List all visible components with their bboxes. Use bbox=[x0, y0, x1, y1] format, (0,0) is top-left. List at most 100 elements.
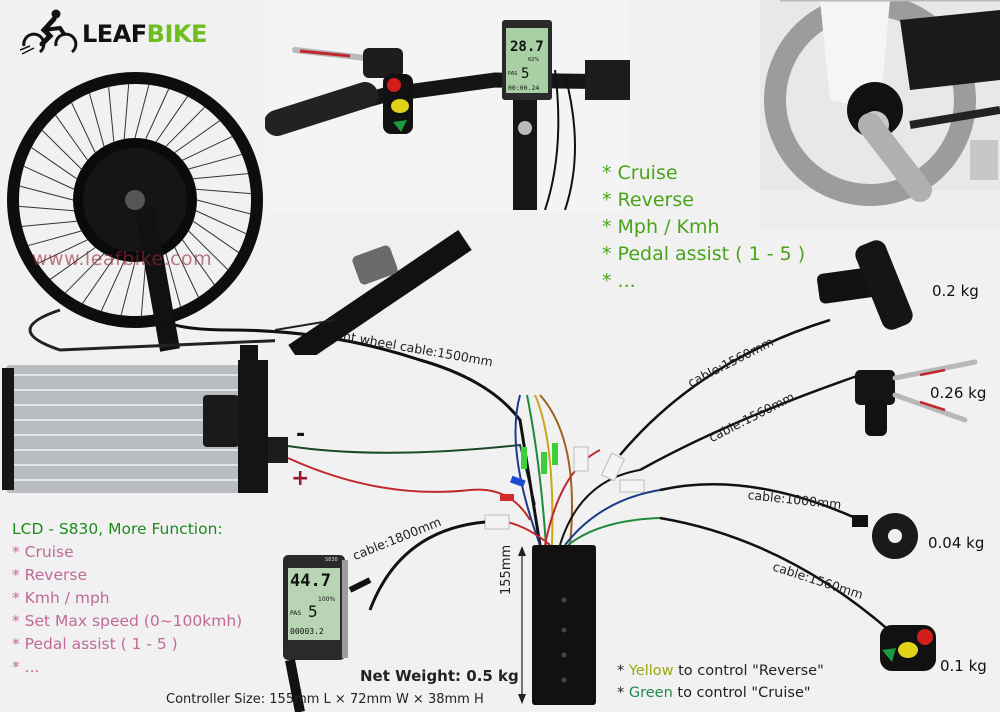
lcd-feature-item: * Kmh / mph bbox=[12, 589, 110, 607]
note-bullet: * bbox=[617, 685, 629, 701]
spoke bbox=[19, 205, 74, 212]
brake-cable bbox=[639, 373, 861, 472]
spoke bbox=[55, 115, 88, 161]
stem bbox=[513, 95, 537, 210]
red-connector bbox=[500, 494, 514, 501]
lcd-feature-title: LCD - S830, More Function: bbox=[12, 520, 223, 538]
spoke bbox=[82, 257, 115, 304]
throttle-weight: 0.2 kg bbox=[932, 282, 979, 300]
spoke bbox=[140, 261, 147, 316]
spoke bbox=[37, 239, 88, 264]
hb-display-pas-label: PAS bbox=[508, 71, 517, 77]
controller-net-weight: Net Weight: 0.5 kg bbox=[360, 667, 519, 685]
crank-photo bbox=[760, 0, 1000, 230]
s830-display bbox=[283, 555, 372, 712]
note-bullet: * bbox=[617, 663, 629, 679]
pas-weight: 0.04 kg bbox=[928, 534, 985, 552]
battery-pack bbox=[2, 345, 288, 493]
spoke bbox=[65, 253, 105, 294]
positive-wire bbox=[287, 457, 531, 521]
spoke bbox=[193, 173, 249, 180]
spoke bbox=[71, 102, 96, 153]
lcd-feature-item: * ... bbox=[12, 658, 40, 676]
hub-motor-wheel-photo: www.leafbike.com bbox=[0, 50, 290, 355]
spoke bbox=[188, 153, 242, 170]
note-green: * Green to control "Cruise" bbox=[617, 682, 824, 704]
yellow-word: Yellow bbox=[628, 663, 674, 679]
brake-lever bbox=[855, 359, 978, 436]
yellow-button bbox=[391, 99, 409, 113]
s830-odometer: 00003.2 bbox=[290, 627, 324, 636]
spoke bbox=[195, 210, 247, 235]
handlebar-photo: 28.7 62% PAS 5 00:00.24 bbox=[265, 0, 630, 210]
spoke bbox=[41, 130, 82, 170]
switch-cable bbox=[659, 516, 901, 641]
s830-battery: 100% bbox=[318, 596, 336, 603]
spoke bbox=[19, 185, 74, 201]
spoke bbox=[21, 220, 77, 227]
yellow-rest: to control "Reverse" bbox=[673, 663, 824, 679]
battery-label bbox=[203, 395, 239, 447]
white-plug bbox=[619, 479, 645, 493]
feature-item: * ... bbox=[602, 270, 636, 292]
pas-sensor bbox=[852, 513, 918, 559]
spoke bbox=[120, 261, 136, 316]
feature-item: * Pedal assist ( 1 - 5 ) bbox=[602, 243, 806, 265]
rim bbox=[7, 72, 263, 328]
spoke bbox=[174, 247, 199, 298]
feature-item: * Mph / Kmh bbox=[602, 216, 720, 238]
green-button bbox=[393, 120, 407, 132]
leafbike-logo: LEAFBIKE bbox=[20, 8, 240, 58]
s830-pas-label: PAS bbox=[290, 610, 302, 617]
controller-length-label: 155mm bbox=[499, 544, 514, 595]
spoke bbox=[88, 93, 105, 147]
logo-prefix: LEAF bbox=[82, 20, 147, 48]
controller-size: Controller Size: 155mm L × 72mm W × 38mm… bbox=[166, 692, 484, 707]
white-plug bbox=[484, 514, 510, 530]
green-connector bbox=[552, 443, 558, 465]
switch-notes: * Yellow to control "Reverse" * Green to… bbox=[617, 660, 824, 704]
lcd-feature-item: * Reverse bbox=[12, 566, 87, 584]
spoke bbox=[23, 165, 75, 190]
spoke bbox=[165, 106, 205, 147]
spoke bbox=[134, 84, 150, 139]
throttle-cable bbox=[619, 318, 831, 456]
fork bbox=[135, 208, 180, 352]
positive-sign: + bbox=[291, 466, 310, 491]
left-grip bbox=[265, 82, 378, 136]
s830-model: S830 bbox=[325, 557, 338, 563]
s830-speed: 44.7 bbox=[290, 571, 331, 591]
hb-display-battery: 62% bbox=[528, 57, 539, 63]
frame-pedal-photo bbox=[275, 220, 475, 355]
spoke bbox=[100, 260, 125, 312]
spoke bbox=[31, 147, 78, 180]
lcd-feature-list: LCD - S830, More Function: * Cruise * Re… bbox=[12, 518, 242, 679]
spoke bbox=[28, 230, 82, 247]
watermark: www.leafbike.com bbox=[32, 248, 213, 270]
green-connector bbox=[541, 452, 547, 474]
controller-box bbox=[532, 545, 596, 705]
switch-weight: 0.1 kg bbox=[940, 657, 987, 675]
spoke bbox=[50, 247, 96, 280]
spoke bbox=[155, 96, 188, 143]
lcd-feature-item: * Cruise bbox=[12, 543, 74, 561]
feature-item: * Cruise bbox=[602, 162, 678, 184]
wire-bundle bbox=[489, 394, 661, 546]
feature-item: * Reverse bbox=[602, 189, 694, 211]
green-word: Green bbox=[628, 685, 673, 701]
s830-pas-level: 5 bbox=[308, 602, 318, 621]
white-plug bbox=[600, 452, 626, 482]
key-lock-icon bbox=[240, 345, 258, 361]
crank-arm bbox=[858, 113, 932, 202]
brake-weight: 0.26 kg bbox=[930, 384, 987, 402]
red-button bbox=[387, 78, 401, 92]
spoke bbox=[108, 86, 115, 142]
hb-display-speed: 28.7 bbox=[510, 39, 544, 55]
pas-cable bbox=[659, 483, 861, 522]
hb-display-pas-level: 5 bbox=[521, 66, 529, 82]
spoke bbox=[196, 199, 251, 215]
spoke bbox=[192, 220, 239, 253]
cyclist-logo-icon bbox=[20, 9, 78, 55]
function-switch bbox=[880, 625, 936, 671]
